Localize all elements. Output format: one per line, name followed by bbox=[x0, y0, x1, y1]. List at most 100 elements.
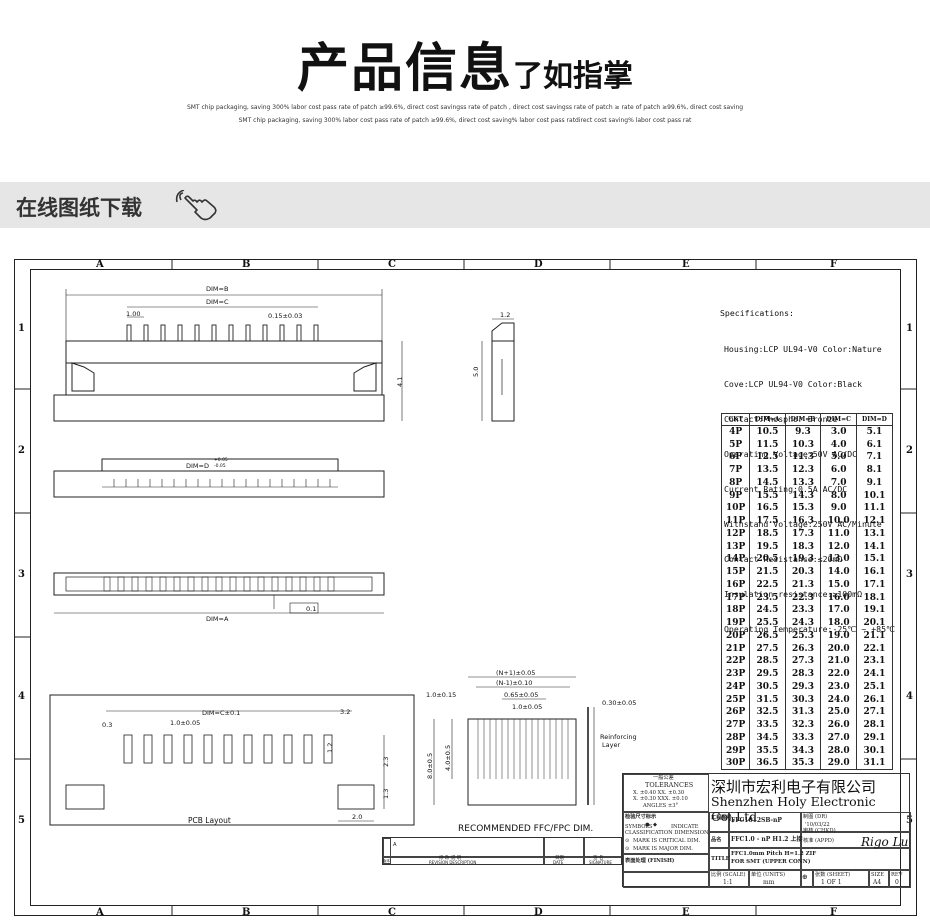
table-cell: 4.0 bbox=[820, 438, 857, 451]
table-cell: 16.0 bbox=[820, 591, 857, 604]
table-cell: 25.5 bbox=[749, 616, 786, 630]
symbol-circle-icon: ● bbox=[645, 822, 650, 828]
critical-circle-icon: ⊙ bbox=[625, 838, 630, 844]
drawing-frame-outer bbox=[14, 259, 917, 916]
title-small: 了如指掌 bbox=[513, 59, 633, 94]
table-cell: 29.3 bbox=[784, 680, 822, 694]
table-cell: 28.1 bbox=[855, 718, 894, 732]
table-cell: 34.3 bbox=[784, 744, 822, 757]
table-cell: 20.0 bbox=[820, 642, 857, 655]
table-cell: 21.3 bbox=[784, 578, 822, 592]
table-cell: 30.1 bbox=[855, 744, 894, 757]
zone-col-c-top: C bbox=[388, 259, 396, 270]
table-cell: 28.5 bbox=[749, 655, 786, 668]
label-dim-01: 0.1 bbox=[306, 605, 316, 613]
zone-col-b-bottom: B bbox=[242, 907, 251, 918]
table-cell: 24.5 bbox=[749, 604, 786, 617]
major-label: MARK IS MAJOR DIM. bbox=[633, 846, 693, 852]
table-cell: 17.1 bbox=[855, 578, 894, 592]
label-ffc-layer: Layer bbox=[602, 741, 620, 749]
table-cell: 23.0 bbox=[820, 680, 857, 694]
label-pcb-23: 2.3 bbox=[382, 757, 390, 767]
table-cell: 15.5 bbox=[749, 489, 786, 502]
zone-row-1-left: 1 bbox=[18, 323, 25, 334]
label-ffc-reinforcing: Reinforcing bbox=[600, 733, 637, 741]
unit-label: 单位 (UNITS) bbox=[751, 872, 786, 878]
table-cell: 27.0 bbox=[820, 731, 857, 745]
spec-line: Cove:LCP UL94-V0 Color:Black bbox=[724, 378, 863, 389]
table-cell: 29.1 bbox=[855, 731, 894, 745]
hand-pointer-icon[interactable] bbox=[175, 190, 219, 222]
table-cell: 15.0 bbox=[820, 578, 857, 592]
zone-col-e-bottom: E bbox=[682, 907, 690, 918]
tolerance-en: TOLERANCES bbox=[645, 781, 694, 789]
rev-value: 0 bbox=[895, 879, 899, 886]
table-cell: 7.0 bbox=[820, 476, 857, 490]
company-name-en: Shenzhen Holy Electronic Co.,Ltd bbox=[711, 794, 876, 824]
label-dim-d: DIM=D bbox=[186, 462, 209, 470]
table-cell: 18P bbox=[720, 604, 751, 617]
table-cell: 19.1 bbox=[855, 604, 894, 617]
table-cell: 25.1 bbox=[855, 680, 894, 694]
table-cell: 20.3 bbox=[784, 565, 822, 579]
table-cell: 18.0 bbox=[820, 616, 857, 630]
download-label[interactable]: 在线图纸下载 bbox=[16, 196, 142, 220]
table-cell: 35.3 bbox=[784, 757, 822, 771]
table-cell: 14.1 bbox=[855, 540, 894, 553]
label-pcb-13: 1.3 bbox=[382, 789, 390, 799]
table-cell: 12P bbox=[720, 527, 751, 541]
checked-label: 审核 (CHKD) bbox=[803, 828, 836, 834]
col-header: DIM=A bbox=[749, 413, 786, 426]
table-cell: 23P bbox=[720, 667, 751, 681]
table-cell: 11.0 bbox=[820, 527, 857, 541]
table-cell: 6.1 bbox=[855, 438, 894, 451]
label-dim-41: 4.1 bbox=[396, 377, 404, 387]
table-cell: 26.3 bbox=[784, 642, 822, 655]
table-cell: 11P bbox=[720, 514, 751, 528]
table-cell: 24P bbox=[720, 680, 751, 694]
col-header: DIM=B bbox=[784, 413, 822, 426]
table-cell: 35.5 bbox=[749, 744, 786, 757]
label-ffc-40: 4.0±0.5 bbox=[444, 745, 452, 771]
zone-col-c-bottom: C bbox=[388, 907, 396, 918]
label-pcb-20: 2.0 bbox=[352, 813, 362, 821]
table-cell: 9.1 bbox=[855, 476, 894, 490]
specifications-title: Specifications: bbox=[720, 308, 794, 319]
table-cell: 21.5 bbox=[749, 565, 786, 579]
table-cell: 24.3 bbox=[784, 616, 822, 630]
zone-row-2-left: 2 bbox=[18, 445, 25, 456]
table-cell: 27P bbox=[720, 718, 751, 732]
table-cell: 19P bbox=[720, 616, 751, 630]
table-cell: 10.0 bbox=[820, 514, 857, 528]
col-header: DIM=C bbox=[820, 413, 857, 426]
zone-row-3-right: 3 bbox=[906, 569, 913, 580]
table-cell: 14P bbox=[720, 553, 751, 566]
table-cell: 34.5 bbox=[749, 731, 786, 745]
table-cell: 18.5 bbox=[749, 527, 786, 541]
label-ffc-065: 0.65±0.05 bbox=[504, 691, 538, 699]
table-cell: 10.5 bbox=[749, 425, 786, 439]
zone-col-d-bottom: D bbox=[534, 907, 543, 918]
table-cell: 14.3 bbox=[784, 489, 822, 502]
table-cell: 28.0 bbox=[820, 744, 857, 757]
product-label: 品名 bbox=[711, 837, 722, 843]
drawn-date: '10/03/22 bbox=[805, 822, 830, 828]
table-cell: 18.3 bbox=[784, 540, 822, 553]
spec-line: Housing:LCP UL94-V0 Color:Nature bbox=[724, 343, 882, 354]
tolerance-angles: ANGLES ±3° bbox=[643, 803, 679, 809]
download-band[interactable]: 在线图纸下载 bbox=[0, 182, 930, 228]
table-cell: 22P bbox=[720, 655, 751, 668]
drawing-frame-inner bbox=[30, 269, 901, 906]
table-cell: 33.3 bbox=[784, 731, 822, 745]
table-cell: 27.5 bbox=[749, 642, 786, 655]
table-cell: 7.1 bbox=[855, 451, 894, 464]
title-line-2: FOR SMT (UPPER CONN) bbox=[731, 859, 811, 865]
